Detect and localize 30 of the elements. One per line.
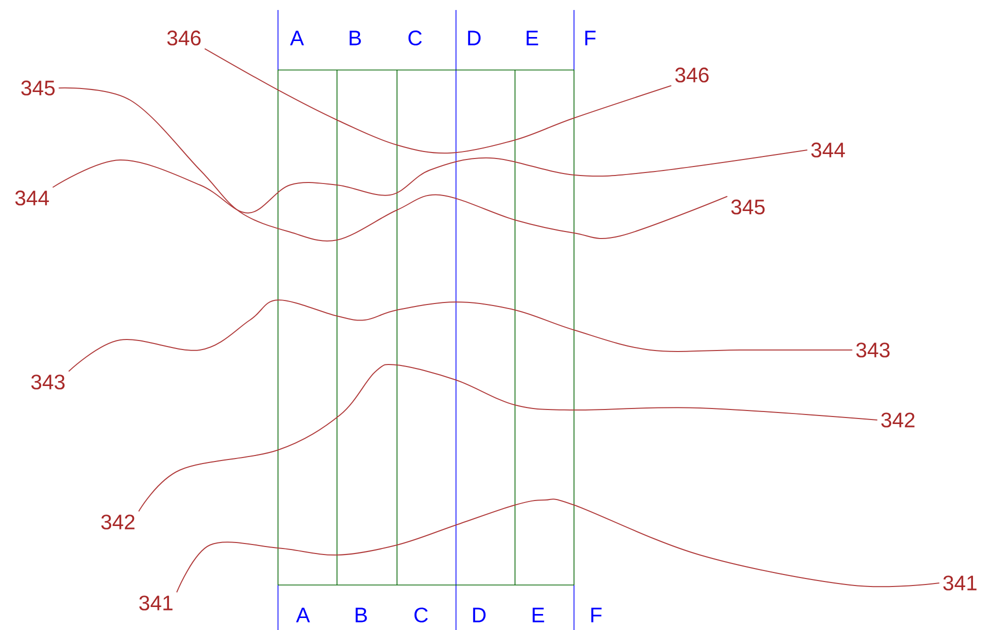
column-letter: F bbox=[585, 30, 596, 46]
curve-number: 345 bbox=[21, 80, 55, 96]
curve-number: 346 bbox=[675, 68, 709, 82]
curve bbox=[176, 498, 940, 593]
column-letter: D bbox=[473, 608, 486, 622]
column-letter: F bbox=[591, 608, 602, 622]
column-letter: B bbox=[350, 30, 361, 46]
curve-number: 343 bbox=[31, 374, 65, 390]
curve-number: 345 bbox=[731, 200, 765, 214]
curve-number: 342 bbox=[101, 514, 134, 530]
column-letter: C bbox=[414, 608, 428, 622]
curve bbox=[138, 364, 878, 512]
column-letter: A bbox=[296, 608, 310, 622]
column-letter: C bbox=[408, 30, 422, 46]
curve bbox=[68, 300, 853, 372]
curve-number: 344 bbox=[15, 190, 49, 206]
column-letter: A bbox=[290, 30, 304, 46]
curve-number: 341 bbox=[139, 596, 172, 610]
curve bbox=[52, 150, 808, 214]
curve-number: 342 bbox=[881, 412, 914, 428]
curve-number: 344 bbox=[811, 142, 845, 158]
column-letter: E bbox=[526, 30, 538, 46]
curve-number: 343 bbox=[856, 342, 890, 358]
curve-number: 346 bbox=[167, 30, 201, 46]
column-letter: E bbox=[532, 608, 544, 622]
column-letter: B bbox=[356, 608, 367, 622]
column-letter: D bbox=[468, 30, 481, 46]
curve bbox=[58, 87, 728, 242]
curve bbox=[204, 48, 672, 154]
curve-number: 341 bbox=[943, 576, 976, 590]
